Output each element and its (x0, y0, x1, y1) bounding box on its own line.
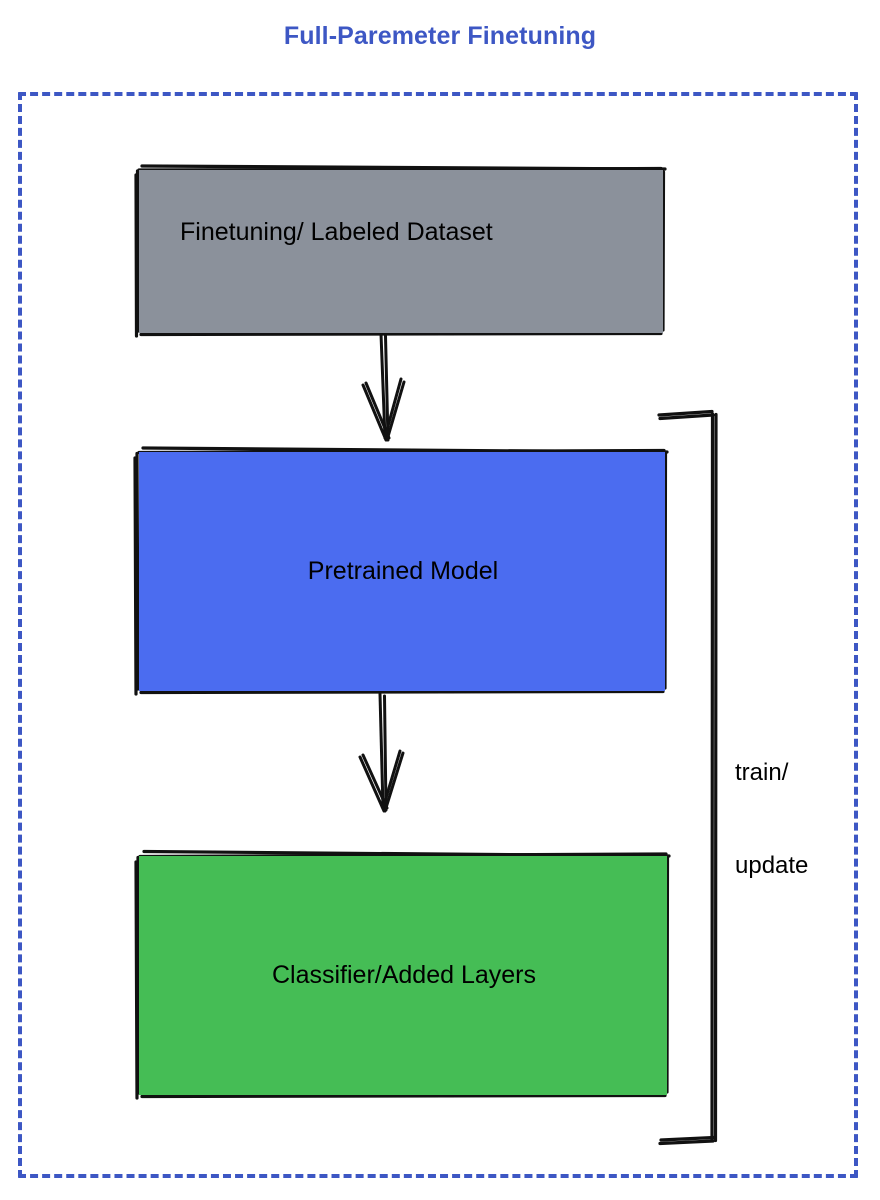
diagram-frame (18, 92, 858, 1178)
node-dataset[interactable]: Finetuning/ Labeled Dataset (139, 170, 663, 333)
edge-label-feedback-loop-line2: update (735, 851, 809, 879)
node-pretrained-model[interactable]: Pretrained Model (139, 452, 665, 691)
page-title: Full-Paremeter Finetuning (283, 22, 597, 50)
node-classifier-label: Classifier/Added Layers (271, 961, 536, 990)
edge-label-feedback-loop: train/ update (735, 697, 808, 912)
edge-label-feedback-loop-line1: train/ (735, 759, 789, 787)
node-classifier[interactable]: Classifier/Added Layers (139, 856, 667, 1095)
node-pretrained-model-label: Pretrained Model (307, 557, 499, 586)
node-dataset-label: Finetuning/ Labeled Dataset (180, 218, 493, 246)
